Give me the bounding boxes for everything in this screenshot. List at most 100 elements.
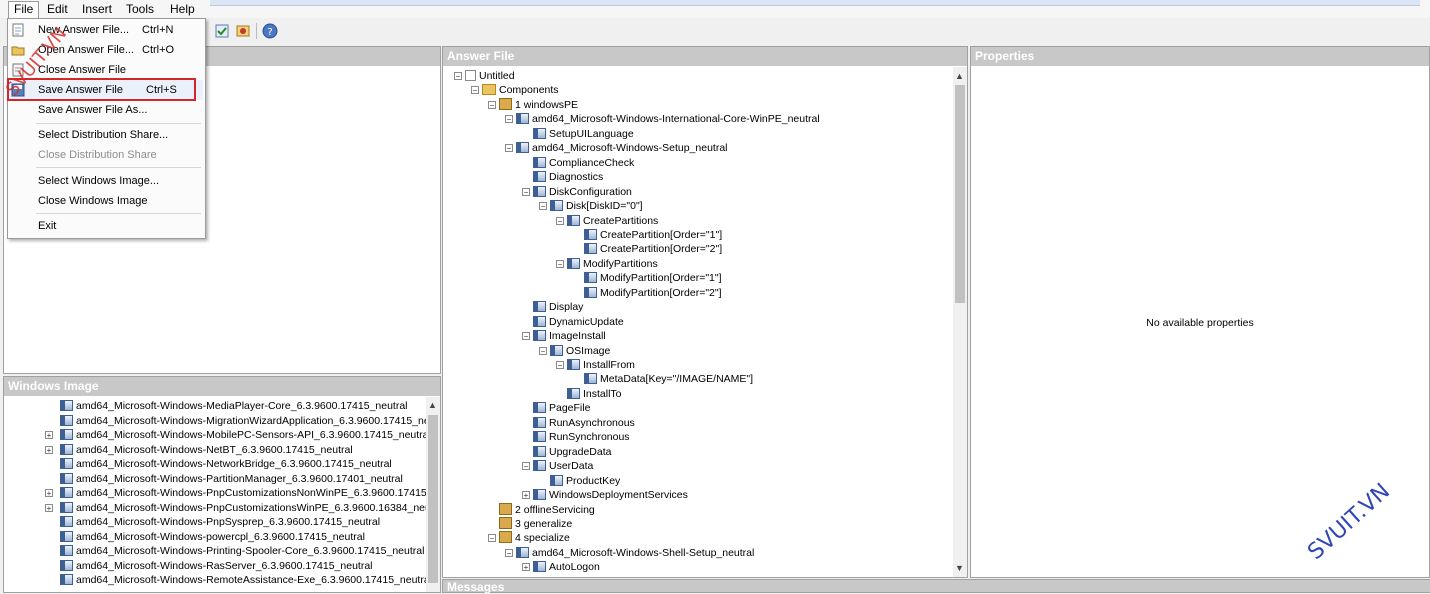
validate-icon[interactable] [214, 23, 230, 39]
expand-toggle[interactable]: + [45, 489, 53, 498]
expand-toggle[interactable]: + [45, 445, 53, 455]
catalog-icon[interactable] [235, 23, 251, 39]
answer-tree-node[interactable]: Disk[DiskID="0"] [550, 199, 643, 213]
answer-tree-node[interactable]: OSImage [550, 344, 610, 358]
menu-help[interactable]: Help [170, 2, 195, 16]
answer-tree-node[interactable]: amd64_Microsoft-Windows-Shell-Setup_neut… [516, 546, 754, 560]
windows-image-item[interactable]: amd64_Microsoft-Windows-PnpCustomization… [60, 486, 426, 500]
windows-image-item[interactable]: amd64_Microsoft-Windows-MigrationWizardA… [60, 414, 426, 428]
menu-item-close-answer-file[interactable]: Close Answer File [8, 60, 203, 80]
answer-tree-node[interactable]: ModifyPartition[Order="2"] [584, 286, 722, 300]
expand-toggle[interactable]: − [505, 115, 513, 125]
answer-tree-node[interactable]: 1 windowsPE [499, 97, 578, 112]
answer-tree-node[interactable]: Display [533, 300, 583, 314]
menu-item-new-answer-file[interactable]: New Answer File...Ctrl+N [8, 20, 203, 40]
menu-insert[interactable]: Insert [82, 2, 113, 16]
answer-tree-node[interactable]: SetupUILanguage [533, 127, 634, 141]
expand-toggle[interactable]: − [488, 100, 496, 110]
answer-tree-node[interactable]: ProductKey [550, 474, 620, 488]
windows-image-item[interactable]: amd64_Microsoft-Windows-NetBT_6.3.9600.1… [60, 443, 353, 457]
answer-tree-node[interactable]: Components [482, 83, 559, 97]
expand-toggle[interactable]: + [45, 503, 53, 513]
answer-tree-node[interactable]: CreatePartition[Order="2"] [584, 242, 722, 256]
answer-tree-node[interactable]: amd64_Microsoft-Windows-Setup_neutral [516, 141, 728, 155]
menu-edit[interactable]: Edit [47, 2, 68, 16]
expand-toggle[interactable]: − [522, 462, 530, 472]
answer-tree-node[interactable]: Untitled [465, 69, 515, 83]
answer-tree-node[interactable]: InstallFrom [567, 358, 635, 372]
menu-item-close-windows-image[interactable]: Close Windows Image [38, 195, 148, 207]
answer-tree-node[interactable]: CreatePartitions [567, 214, 658, 228]
windows-image-item[interactable]: amd64_Microsoft-Windows-MediaPlayer-Core… [60, 399, 408, 413]
menu-item-close-distribution-share[interactable]: Close Distribution Share [38, 149, 157, 161]
answer-tree-node[interactable]: UserData [533, 459, 593, 473]
menu-item-exit[interactable]: Exit [38, 220, 57, 232]
menu-file[interactable]: File [8, 1, 40, 18]
expand-toggle[interactable]: + [522, 563, 530, 573]
expand-toggle[interactable]: + [45, 431, 53, 440]
windows-image-scrollbar[interactable]: ▲ [426, 397, 440, 592]
windows-image-item[interactable]: amd64_Microsoft-Windows-RasServer_6.3.96… [60, 559, 373, 573]
windows-image-item[interactable]: amd64_Microsoft-Windows-Printing-Spooler… [60, 544, 424, 558]
answer-tree-node[interactable]: 3 generalize [499, 516, 572, 531]
windows-image-tree[interactable]: amd64_Microsoft-Windows-MediaPlayer-Core… [4, 397, 426, 592]
answer-tree-node[interactable]: Diagnostics [533, 170, 603, 184]
expand-toggle[interactable]: − [539, 202, 547, 212]
answer-tree-node[interactable]: RunSynchronous [533, 430, 630, 444]
expand-toggle[interactable]: − [522, 332, 530, 342]
component-icon [533, 330, 546, 342]
menu-item-select-distribution-share[interactable]: Select Distribution Share... [38, 129, 169, 141]
expand-toggle[interactable]: − [539, 346, 547, 356]
scroll-thumb[interactable] [428, 415, 438, 583]
answer-tree-node[interactable]: PageFile [533, 401, 590, 415]
expand-toggle[interactable]: − [556, 216, 564, 226]
answer-file-tree[interactable]: Untitled−Components−1 windowsPE−amd64_Mi… [443, 67, 953, 577]
expand-toggle[interactable]: + [522, 491, 530, 501]
answer-tree-node[interactable]: ImageInstall [533, 329, 606, 343]
scroll-up-icon[interactable]: ▲ [428, 400, 437, 410]
answer-tree-node[interactable]: RunAsynchronous [533, 416, 635, 430]
answer-tree-node[interactable]: DynamicUpdate [533, 315, 624, 329]
answer-tree-node[interactable]: amd64_Microsoft-Windows-International-Co… [516, 112, 820, 126]
menu-item-select-windows-image[interactable]: Select Windows Image... [38, 175, 160, 187]
answer-tree-node[interactable]: ModifyPartition[Order="1"] [584, 271, 722, 285]
expand-toggle[interactable]: − [505, 548, 513, 558]
help-icon[interactable]: ? [262, 23, 278, 39]
answer-tree-node[interactable]: DiskConfiguration [533, 185, 632, 199]
windows-image-item[interactable]: amd64_Microsoft-Windows-MobilePC-Sensors… [60, 428, 426, 442]
expand-toggle[interactable]: − [505, 144, 513, 154]
answer-tree-node[interactable]: AutoLogon [533, 560, 600, 574]
windows-image-item[interactable]: amd64_Microsoft-Windows-NetworkBridge_6.… [60, 457, 392, 471]
expand-toggle[interactable]: − [522, 187, 530, 197]
answer-tree-node[interactable]: WindowsDeploymentServices [533, 488, 688, 502]
answer-file-scrollbar[interactable]: ▲ ▼ [953, 67, 967, 577]
menu-tools[interactable]: Tools [126, 2, 155, 16]
expand-toggle[interactable]: − [488, 534, 496, 544]
answer-tree-node[interactable]: 4 specialize [499, 531, 570, 545]
answer-tree-node[interactable]: 2 offlineServicing [499, 502, 595, 517]
expand-toggle[interactable]: − [556, 259, 564, 269]
expand-toggle[interactable]: − [454, 72, 462, 81]
menu-item-open-answer-file[interactable]: Open Answer File...Ctrl+O [8, 40, 203, 60]
answer-tree-node[interactable]: ModifyPartitions [567, 257, 658, 271]
windows-image-item[interactable]: amd64_Microsoft-Windows-PnpCustomization… [60, 501, 426, 515]
component-icon [60, 414, 73, 426]
windows-image-item[interactable]: amd64_Microsoft-Windows-PartitionManager… [60, 472, 403, 486]
answer-tree-node[interactable]: ComplianceCheck [533, 156, 634, 170]
scroll-down-icon[interactable]: ▼ [955, 563, 964, 573]
component-icon [60, 487, 73, 498]
component-icon [60, 443, 73, 455]
menu-item-save-answer-file-as[interactable]: Save Answer File As... [38, 104, 148, 116]
windows-image-item[interactable]: amd64_Microsoft-Windows-powercpl_6.3.960… [60, 530, 365, 544]
answer-tree-node[interactable]: CreatePartition[Order="1"] [584, 228, 722, 242]
scroll-thumb[interactable] [955, 85, 965, 303]
expand-toggle[interactable]: − [556, 361, 564, 370]
answer-tree-node[interactable]: InstallTo [567, 387, 622, 401]
expand-toggle[interactable]: − [471, 86, 479, 96]
answer-tree-node[interactable]: MetaData[Key="/IMAGE/NAME"] [584, 372, 753, 386]
windows-image-item[interactable]: amd64_Microsoft-Windows-PnpSysprep_6.3.9… [60, 515, 380, 529]
windows-image-item[interactable]: amd64_Microsoft-Windows-RemoteAssistance… [60, 573, 426, 587]
answer-tree-node[interactable]: UpgradeData [533, 445, 611, 459]
scroll-up-icon[interactable]: ▲ [955, 71, 964, 81]
